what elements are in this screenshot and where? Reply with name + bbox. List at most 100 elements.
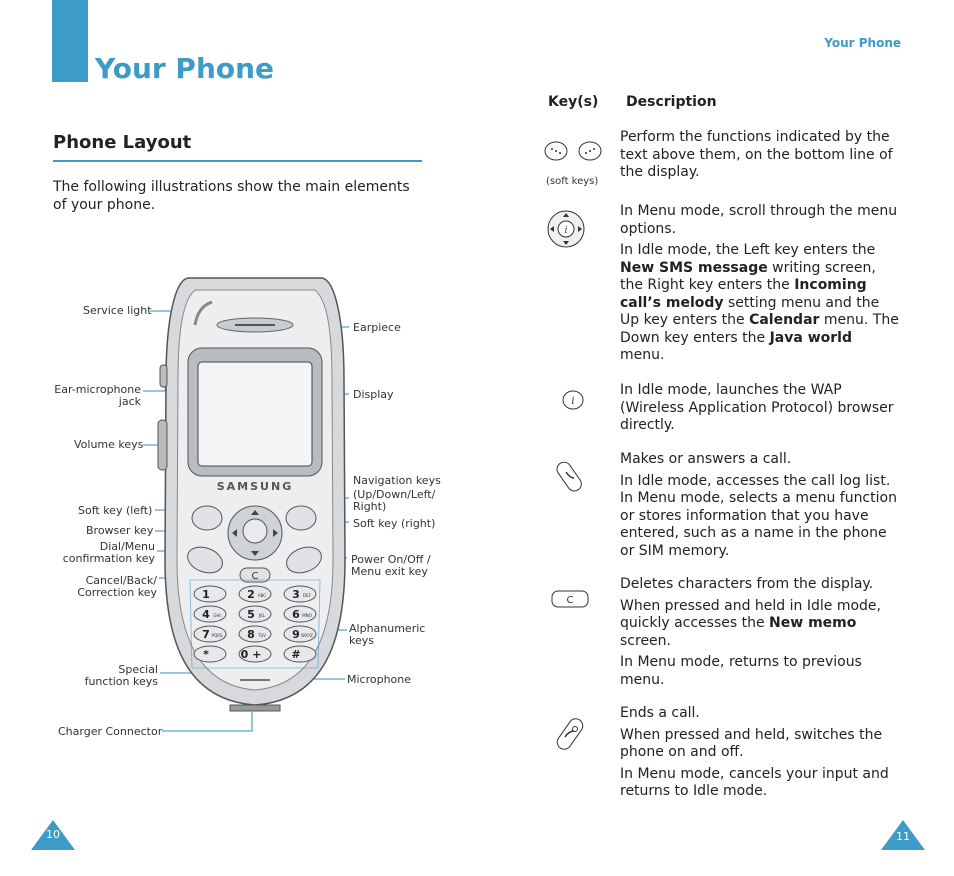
label-cancel-1: Cancel/Back/ [85,574,157,587]
section-divider [53,160,422,162]
clear-key-icon: C [551,590,589,608]
intro-text: The following illustrations show the mai… [53,179,410,213]
desc-clear-p1: Deletes characters from the display. [620,576,874,592]
keypad-key [283,605,317,623]
page-number-left: 10 [46,828,60,841]
keypad-key-label: 9 [292,628,300,641]
label-service-light: Service light [83,304,152,317]
page-number-right: 11 [896,830,910,843]
keypad-key [193,645,227,663]
keypad-key-label: 8 [247,628,255,641]
brand-logo: SAMSUNG [217,480,293,493]
keypad-key [238,605,272,623]
desc-nav-p2: In Idle mode, the Left key enters the Ne… [620,242,899,363]
desc-end: Ends a call. When pressed and held, swit… [620,705,900,805]
label-ear-mic-1: Ear-microphone [54,383,141,396]
soft-keys-icon [544,141,602,161]
keypad-key-letters: PQRS [212,633,223,638]
page-number-left-badge [31,820,75,850]
keypad-key-label: 2 [247,588,255,601]
desc-clear-p2: When pressed and held in Idle mode, quic… [620,597,881,649]
browser-key-icon: i [562,390,584,410]
label-earpiece: Earpiece [353,321,401,334]
keypad-key [238,625,272,643]
desc-end-p3: In Menu mode, cancels your input and ret… [620,765,889,800]
keypad-key-letters: TUV [257,633,266,638]
label-dial-1: Dial/Menu [99,540,155,553]
keypad-key [283,645,317,663]
keypad-key-label: 0 + [241,648,262,661]
label-charger: Charger Connector [58,725,163,738]
desc-browser-p1: In Idle mode, launches the WAP (Wireless… [620,382,894,433]
title-accent-bar [52,0,88,82]
label-dial-2: confirmation key [62,552,155,565]
keypad-key [238,645,272,663]
label-microphone: Microphone [347,673,412,686]
desc-clear: Deletes characters from the display. Whe… [620,576,900,693]
keypad-key-label: * [203,648,209,661]
keypad-key-letters: WXYZ [301,633,313,638]
keypad-key [193,625,227,643]
label-nav-3: Right) [353,500,387,513]
keypad-key-label: 5 [247,608,255,621]
keypad-key-letters: DEF [303,593,312,598]
keypad-key [193,585,227,603]
desc-dial: Makes or answers a call. In Idle mode, a… [620,451,900,564]
dial-key-icon [556,461,582,492]
label-soft-right: Soft key (right) [353,517,436,530]
desc-soft-keys: Perform the functions indicated by the t… [620,129,900,186]
keypad-key-label: 3 [292,588,300,601]
section-title: Phone Layout [53,132,192,153]
desc-nav-p1: In Menu mode, scroll through the menu op… [620,203,898,237]
keypad-key-letters: ABC [258,593,266,598]
page-number-right-badge [881,820,925,850]
label-power-2: Menu exit key [351,565,428,578]
desc-dial-p2: In Idle mode, accesses the call log list… [620,472,897,559]
page-title: Your Phone [95,52,275,85]
label-alpha-2: keys [349,634,374,647]
svg-text:i: i [565,226,568,236]
desc-navigation: In Menu mode, scroll through the menu op… [620,203,900,369]
label-display: Display [353,388,394,401]
col-desc-header: Description [626,94,717,110]
keypad-key-label: 6 [292,608,300,621]
desc-clear-p3: In Menu mode, returns to previous menu. [620,654,862,688]
desc-soft-keys-p1: Perform the functions indicated by the t… [620,129,893,180]
svg-text:i: i [571,396,574,407]
label-special-2: function keys [84,675,158,688]
label-browser: Browser key [86,524,154,537]
power-end-key-icon [556,718,584,750]
keypad-key-letters: JKL [258,613,266,618]
keypad-key-label: 7 [202,628,210,641]
label-power-1: Power On/Off / [351,553,431,566]
keypad-key [238,585,272,603]
keypad-key [283,585,317,603]
label-soft-left: Soft key (left) [78,504,153,517]
running-header: Your Phone [824,36,901,50]
soft-keys-caption: (soft keys) [546,176,599,187]
label-volume: Volume keys [74,438,144,451]
keypad-key [193,605,227,623]
keypad-key-label: 4 [202,608,210,621]
phone-c-key: C [252,571,259,582]
navigation-key-icon: i [547,210,585,248]
desc-end-p1: Ends a call. [620,705,700,721]
keypad-key-label: 1 [202,588,210,601]
label-ear-mic-2: jack [118,395,141,408]
keypad-key-letters: MNO [302,613,312,618]
label-special-1: Special [118,663,158,676]
label-nav-1: Navigation keys [353,474,441,487]
keypad-key [283,625,317,643]
keypad-key-label: # [291,648,300,661]
label-nav-2: (Up/Down/Left/ [353,488,436,501]
label-alpha-1: Alphanumeric [349,622,426,635]
keypad-key-letters: GHI [213,613,220,618]
desc-end-p2: When pressed and held, switches the phon… [620,726,883,761]
col-keys-header: Key(s) [548,94,599,110]
label-cancel-2: Correction key [77,586,157,599]
desc-dial-p1: Makes or answers a call. [620,451,792,467]
clear-key-letter: C [567,595,574,606]
desc-browser: In Idle mode, launches the WAP (Wireless… [620,382,900,439]
